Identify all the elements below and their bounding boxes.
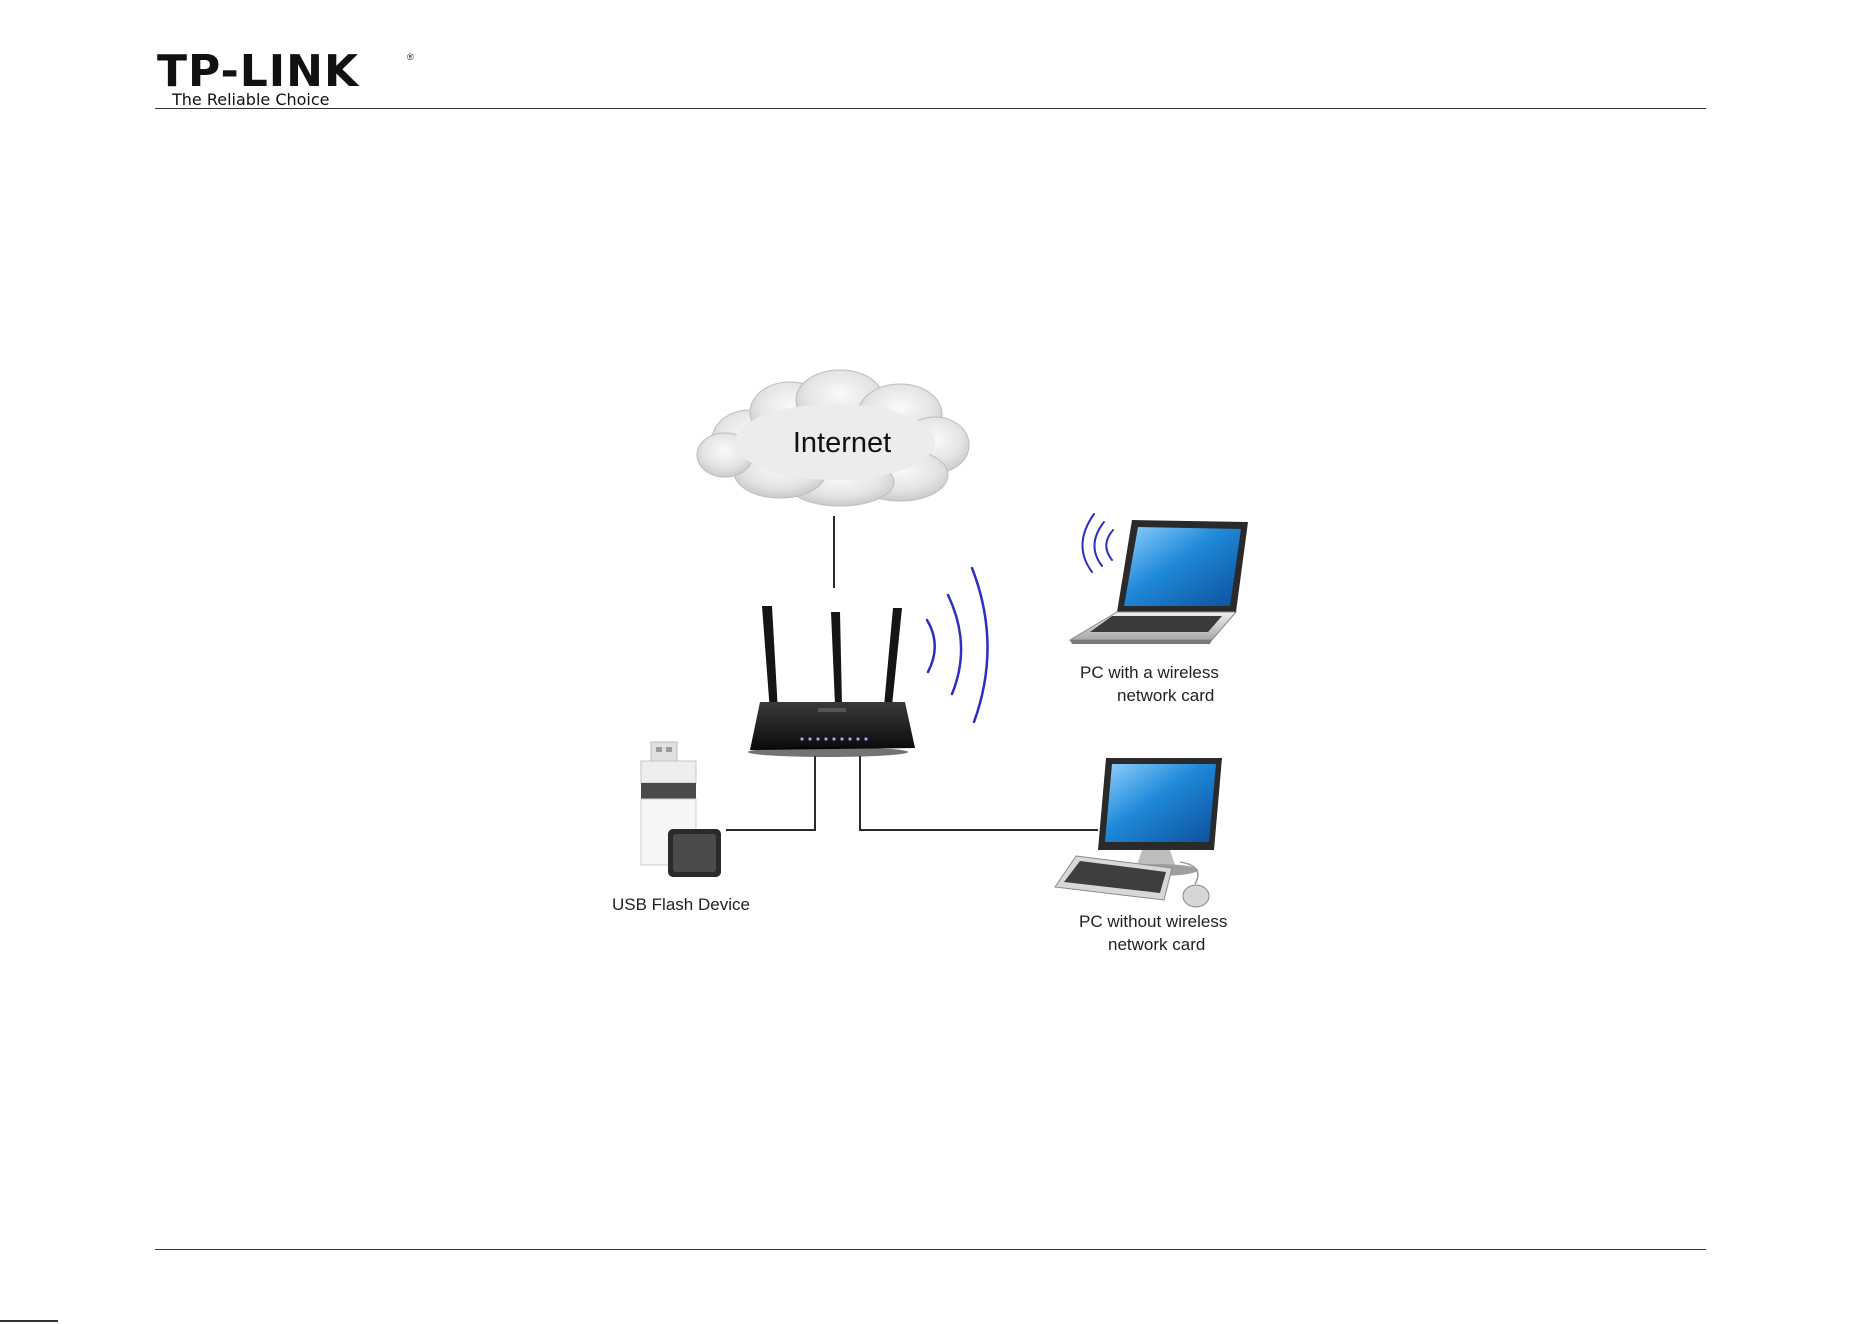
router-desktop-link bbox=[860, 756, 1098, 830]
laptop-keyboard bbox=[1090, 616, 1222, 632]
wireless-laptop-icon bbox=[1070, 520, 1248, 644]
monitor-screen bbox=[1105, 764, 1216, 842]
mouse bbox=[1183, 885, 1209, 907]
wired-pc-label-line1: PC without wireless bbox=[1079, 912, 1227, 931]
laptop-wireless-waves-icon bbox=[1082, 514, 1113, 572]
usb-flash-device-icon bbox=[641, 742, 721, 877]
router-antenna-left bbox=[762, 606, 778, 712]
page-corner-mark bbox=[0, 1320, 58, 1322]
wireless-pc-label-line2: network card bbox=[1117, 686, 1214, 705]
usb-flash-device-label: USB Flash Device bbox=[612, 895, 750, 914]
router-usb-link bbox=[726, 756, 815, 830]
router-wireless-waves-icon bbox=[927, 568, 988, 722]
wireless-pc-label-line1: PC with a wireless bbox=[1080, 663, 1219, 682]
wired-pc-label-line2: network card bbox=[1108, 935, 1205, 954]
internet-label: Internet bbox=[793, 427, 891, 459]
footer-divider bbox=[155, 1249, 1706, 1250]
wireless-router-icon bbox=[748, 606, 915, 757]
laptop-screen bbox=[1124, 527, 1241, 606]
router-antenna-center bbox=[831, 612, 842, 705]
router-antenna-right bbox=[884, 608, 902, 706]
desktop-pc-icon bbox=[1055, 758, 1222, 907]
